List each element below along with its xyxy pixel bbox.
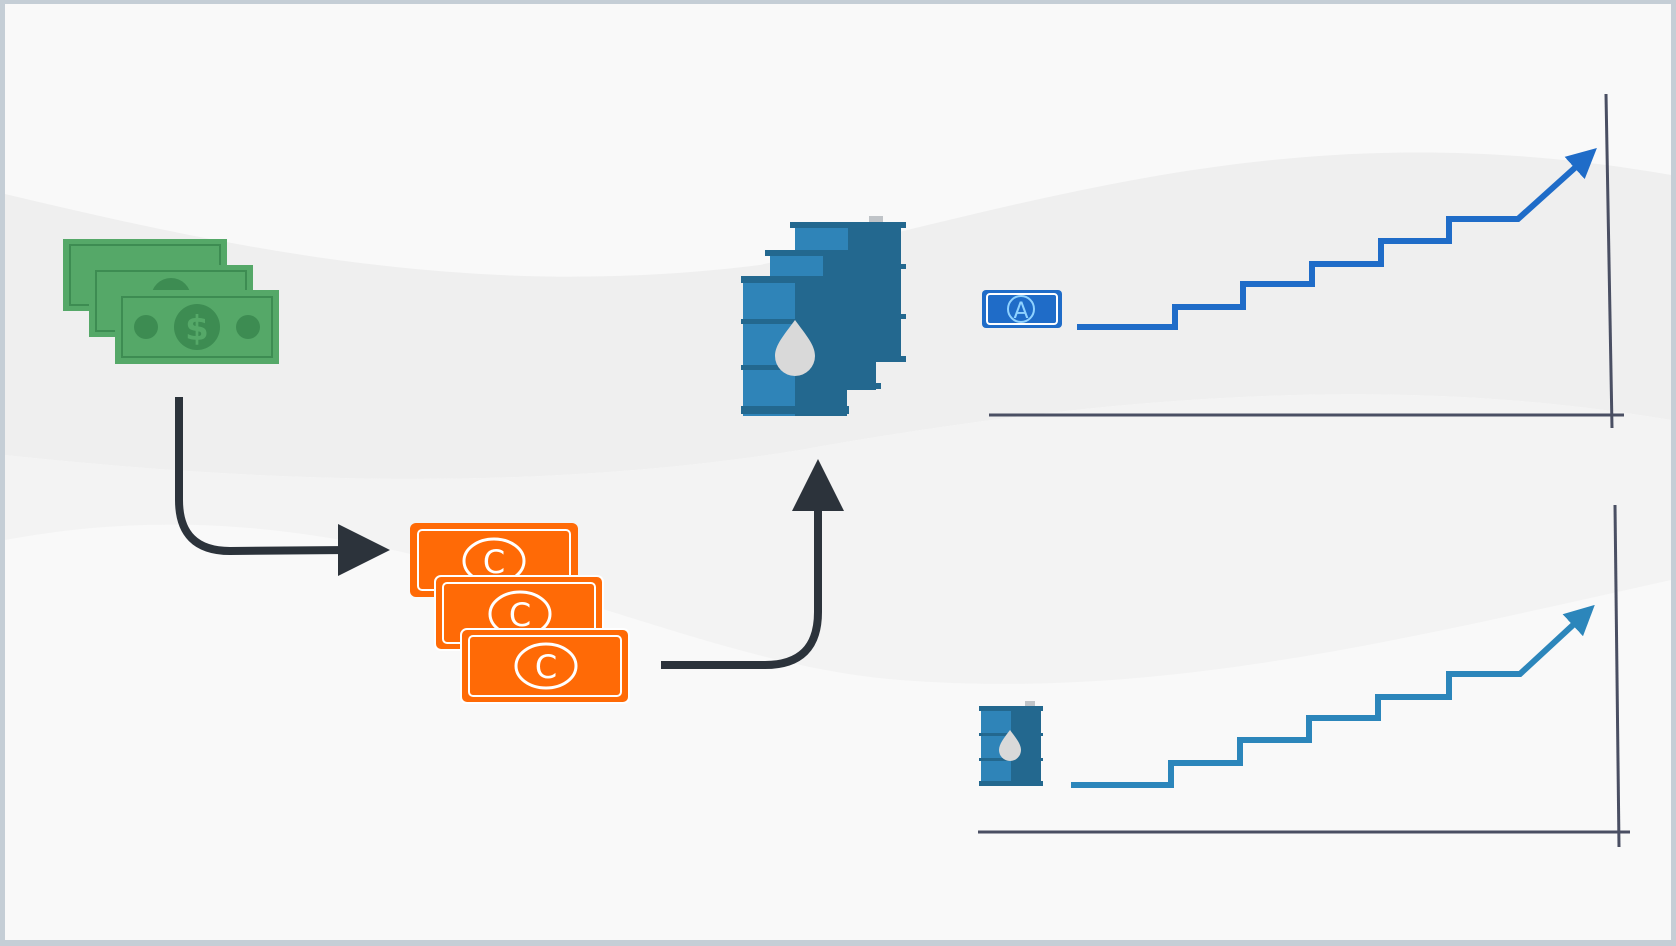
background-wave-band-bottom	[5, 394, 1671, 684]
oil-barrel-icon	[979, 701, 1043, 786]
currency-badge: A	[982, 290, 1062, 328]
currency-bills-stack: C C C	[410, 523, 630, 704]
bottom-chart-trend-line	[1071, 604, 1595, 788]
currency-bill-front: C	[460, 628, 630, 704]
top-chart-y-axis	[1604, 93, 1614, 429]
bottom-chart	[978, 504, 1630, 848]
oil-barrel-front	[741, 276, 849, 416]
top-chart: A	[982, 93, 1624, 429]
dollar-symbol: $	[185, 309, 209, 349]
oil-drop-icon	[775, 320, 815, 376]
dollar-bills-stack: $	[63, 239, 279, 364]
oil-barrels-group	[741, 216, 906, 416]
arrow-currency-to-oil	[661, 459, 844, 669]
dollar-bill-front: $	[115, 290, 279, 364]
arrow-dollar-to-currency	[175, 397, 390, 576]
currency-badge-symbol: A	[1013, 299, 1028, 324]
currency-symbol-back: C	[483, 543, 505, 581]
currency-symbol-middle: C	[509, 596, 531, 634]
currency-symbol-front: C	[535, 648, 557, 686]
top-chart-trend-line	[1077, 147, 1597, 330]
bottom-chart-y-axis	[1613, 504, 1621, 848]
